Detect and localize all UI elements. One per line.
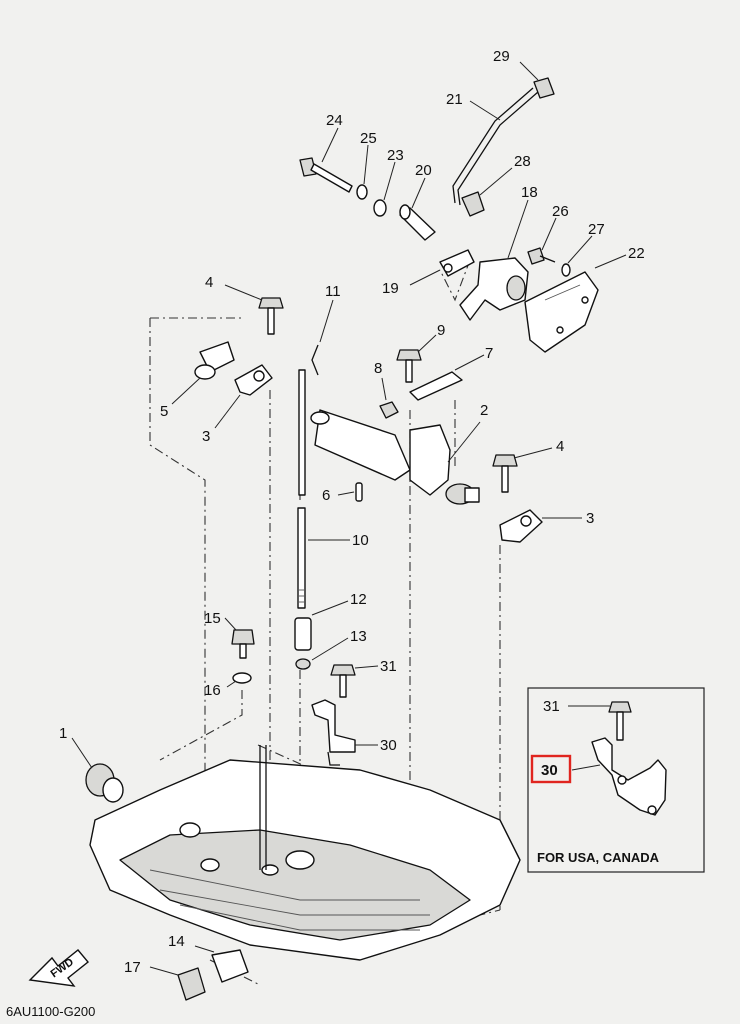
part-4-bolt-right: 4	[492, 438, 564, 493]
label-3-left: 3	[202, 428, 210, 445]
engine-housing	[89, 745, 521, 961]
label-21: 21	[446, 91, 463, 108]
part-15-bolt: 15	[204, 610, 255, 659]
part-28-clip: 28	[461, 153, 531, 217]
label-4-left: 4	[205, 274, 213, 291]
part-30-bracket: 30	[311, 699, 397, 766]
label-6: 6	[322, 487, 330, 504]
label-23: 23	[387, 147, 404, 164]
label-28: 28	[514, 153, 531, 170]
part-3-clip-right: 3	[499, 509, 594, 543]
label-26: 26	[552, 203, 569, 220]
label-17: 17	[124, 959, 141, 976]
label-10: 10	[352, 532, 369, 549]
label-22: 22	[628, 245, 645, 262]
part-10-rod: 10	[297, 507, 369, 609]
part-5-collar: 5	[160, 341, 235, 420]
label-2: 2	[480, 402, 488, 419]
highlight-box-30	[530, 754, 572, 784]
part-26-screw: 26	[527, 203, 569, 265]
part-18-cam: 18	[459, 184, 538, 321]
part-17-clip: 17	[124, 959, 206, 1001]
part-31-bolt: 31	[330, 658, 397, 698]
label-11: 11	[325, 283, 341, 300]
label-24: 24	[326, 112, 343, 129]
part-19-link: 19	[382, 249, 475, 297]
label-19: 19	[382, 280, 399, 297]
label-15: 15	[204, 610, 221, 627]
part-27-washer: 27	[561, 221, 605, 277]
inset-caption: FOR USA, CANADA	[537, 850, 660, 865]
label-12: 12	[350, 591, 367, 608]
label-31: 31	[380, 658, 397, 675]
part-3-clip-left: 3	[202, 364, 273, 445]
label-29: 29	[493, 48, 510, 65]
part-21-throttle-rod: 21	[446, 87, 539, 206]
label-18: 18	[521, 184, 538, 201]
label-14: 14	[168, 933, 185, 950]
label-8: 8	[374, 360, 382, 377]
label-30: 30	[380, 737, 397, 754]
label-5: 5	[160, 403, 168, 420]
part-22-bracket: 22	[524, 245, 645, 353]
label-7: 7	[485, 345, 493, 362]
label-20: 20	[415, 162, 432, 179]
part-24-long-bolt: 24	[299, 112, 353, 193]
inset-label-30: 30	[541, 762, 558, 779]
drawing-code: 6AU1100-G200	[6, 1004, 95, 1019]
inset-label-31: 31	[543, 698, 560, 715]
part-25-washer: 25	[356, 130, 377, 200]
part-8-nut: 8	[374, 360, 399, 419]
label-9: 9	[437, 322, 445, 339]
label-25: 25	[360, 130, 377, 147]
part-23-washer: 23	[373, 147, 404, 217]
part-29-nut: 29	[493, 48, 555, 99]
part-7-plate: 7	[409, 345, 493, 401]
part-2-shift-lever: 2	[310, 402, 488, 505]
label-27: 27	[588, 221, 605, 238]
part-9-bolt: 9	[396, 322, 445, 383]
part-13-nut: 13	[295, 628, 367, 670]
label-13: 13	[350, 628, 367, 645]
label-16: 16	[204, 682, 221, 699]
part-14-bracket: 14	[168, 933, 249, 983]
part-16-washer: 16	[204, 672, 252, 699]
label-3-right: 3	[586, 510, 594, 527]
fwd-arrow-icon: FWD	[28, 949, 89, 987]
label-4-right: 4	[556, 438, 564, 455]
inset-usa-canada: 31 30 FOR USA, CANADA	[527, 687, 705, 873]
part-11-rod-clip: 11	[298, 283, 341, 496]
part-20-collar: 20	[399, 162, 436, 241]
part-6-pin: 6	[322, 482, 363, 504]
part-12-coupling: 12	[294, 591, 367, 651]
part-1-grommet: 1	[59, 725, 124, 803]
part-4-bolt-left: 4	[205, 274, 284, 335]
label-1: 1	[59, 725, 67, 742]
